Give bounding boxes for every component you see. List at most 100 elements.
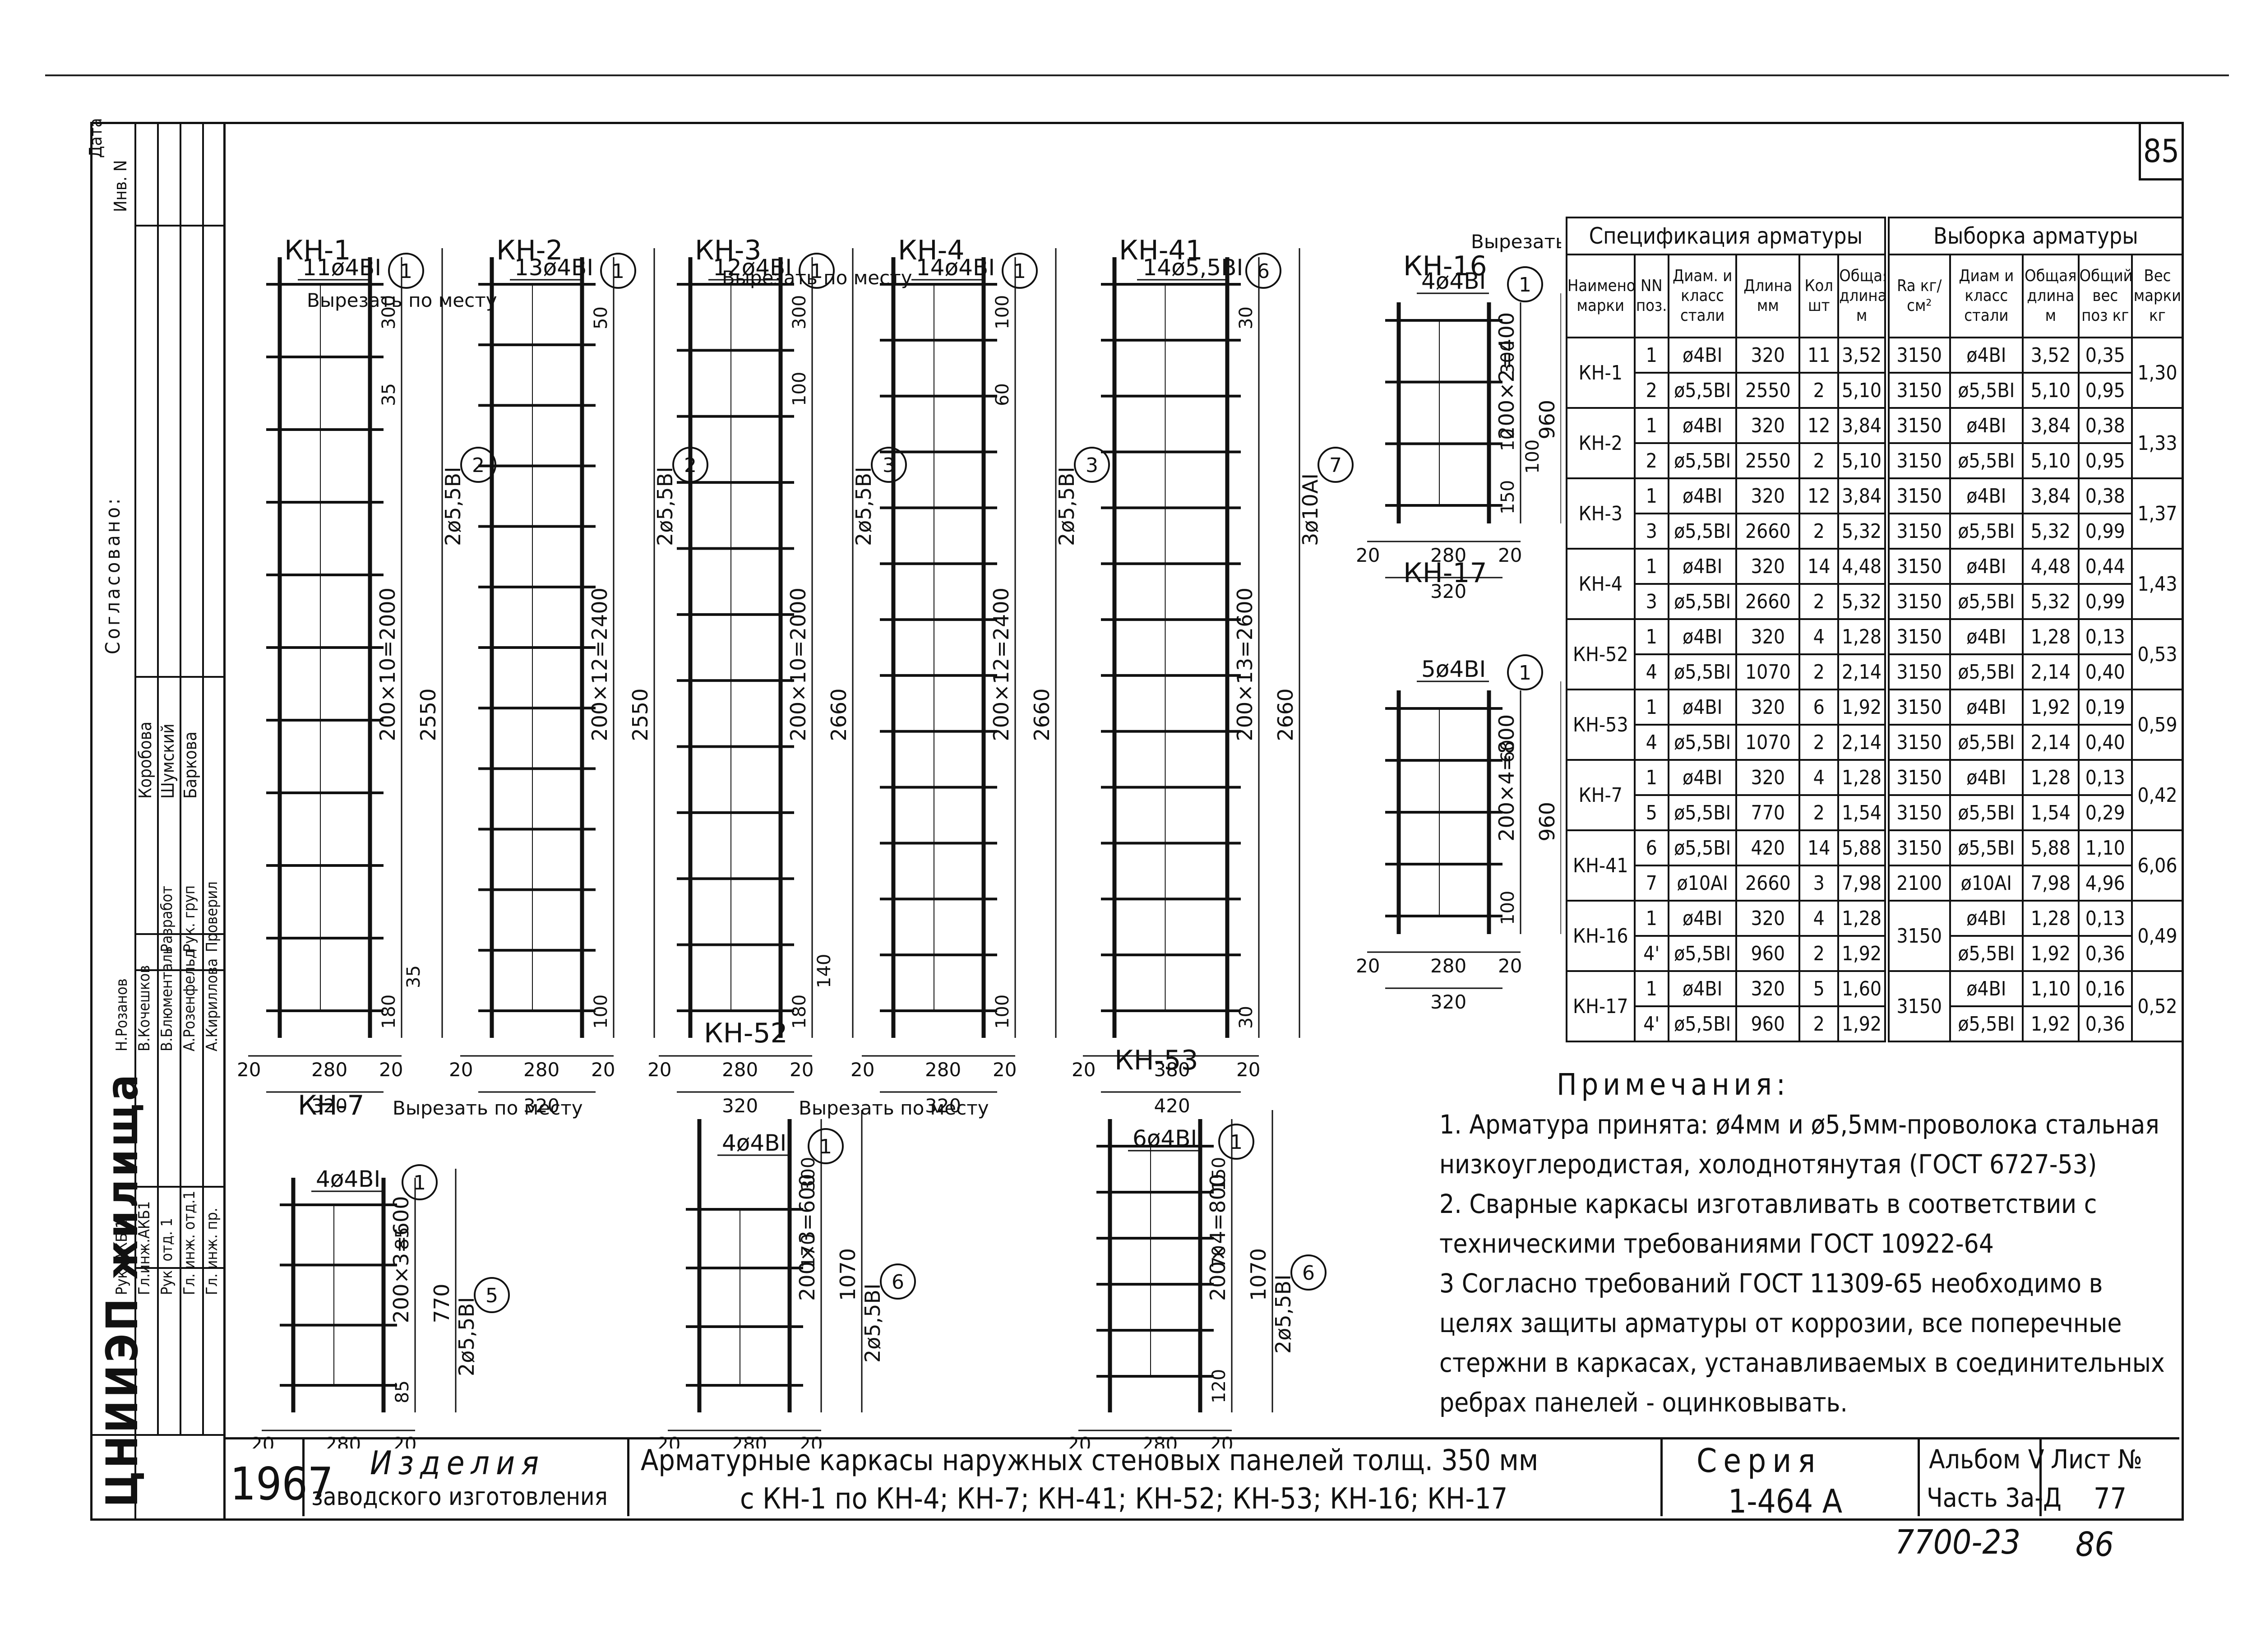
spec-cell-w: 0,36 [2077,935,2133,972]
kn41-dim-e: 30 [1236,1006,1257,1029]
kn1-name: КН-1 [284,235,351,266]
kn16-long-label: 2ø5,5ВI [1560,367,1561,447]
spec-cell-tot2: 1,28 [2021,900,2080,937]
kn1-dim-e: 180 [379,995,399,1029]
kn17-name: КН-17 [1403,557,1487,589]
spec-cell-qty: 4 [1798,900,1840,937]
spec-cell-d2: ø5,5ВI [1949,513,2024,550]
stamp-role-4: Гл. инж. отд.1 [180,1190,199,1295]
spec-cell-tot2: 1,92 [2021,935,2080,972]
stamp-agreed-name-2: Шумский [158,723,178,799]
notes: Примечания: 1. Арматура принята: ø4мм и … [1439,1065,2184,1422]
spec-cell-d2: ø5,5ВI [1949,653,2024,690]
kn41-bars-label: 14ø5,5ВI [1143,255,1244,281]
kn17-dim-c: 200×4=800 [1494,714,1519,842]
kn16-dim-c: 200×2=400 [1494,312,1519,440]
spec-cell-d: ø5,5ВI [1667,794,1738,831]
spec-cell-tot2: 2,14 [2021,724,2080,761]
spec-cell-tot2: 1,92 [2021,1005,2080,1042]
kn3-name: КН-3 [695,235,762,266]
spec-cell-qty: 5 [1798,970,1840,1007]
kn17-bar-circle [1507,654,1543,690]
tb-div-4 [1918,1437,1920,1516]
spec-cell-tot: 1,54 [1837,794,1888,831]
kn53-w3: 20 [1209,1433,1233,1448]
spec-cell-tot2: 5,32 [2021,513,2080,550]
kn3-dim-d: 2660 [827,689,851,741]
kn17-w: 320 [1430,991,1466,1013]
tb-div-1 [302,1437,305,1516]
spec-cell-mark: КН-53 [1566,689,1636,761]
stamp-agreed: Согласовано: [102,495,125,654]
spec-cell-ra: 3150 [1884,337,1951,374]
spec-header-cell: Длина мм [1735,254,1801,338]
stamp-role-right-2: Разработ [158,885,176,952]
spec-cell-d: ø4ВI [1667,477,1738,514]
spec-cell-tot: 2,14 [1837,724,1888,761]
kn3-dim-c: 200×10=2000 [786,588,810,741]
sheet-no-label: Лист № [2051,1444,2143,1475]
kn3-w3: 20 [790,1059,814,1081]
spec-title-right: Выборка арматуры [1884,217,2184,255]
kn17-bar-mark: 1 [1519,662,1531,685]
spec-cell-mark: КН-16 [1566,900,1636,972]
spec-cell-tot: 1,28 [1837,618,1888,655]
spec-cell-w: 0,19 [2077,689,2133,726]
kn4-w2: 280 [925,1059,961,1081]
kn4-w1: 20 [851,1059,874,1081]
kn41-name: КН-41 [1119,235,1203,266]
kn1-dim-d: 2550 [416,689,440,741]
spec-cell-len: 320 [1735,689,1801,726]
spec-header-cell: Общая длина м [1837,254,1888,338]
spec-cell-tot2: 5,32 [2021,583,2080,620]
spec-cell-tot: 3,84 [1837,477,1888,514]
spec-cell-len: 320 [1735,970,1801,1007]
kn7-name: КН-7 [298,1090,365,1121]
spec-cell-d2: ø4ВI [1949,689,2024,726]
kn1-w: 320 [311,1095,347,1117]
spec-cell-d: ø5,5ВI [1667,724,1738,761]
spec-cell-d2: ø4ВI [1949,900,2024,937]
kn2-w2: 280 [523,1059,559,1081]
kn3-dim-e: 180 [789,995,810,1029]
kn2-long-label: 2ø5,5ВI [653,467,677,546]
stamp-name-3: В.Блюменталь [158,946,176,1051]
kn53-long-label: 2ø5,5ВI [1271,1274,1295,1354]
spec-cell-qty: 2 [1798,583,1840,620]
stamp-date: Дата [86,118,106,158]
kn53-dim-b: 70 [1209,1245,1230,1268]
kn53-dim-c: 200×4=800 [1206,1174,1230,1301]
spec-cell-tot: 1,92 [1837,1005,1888,1042]
spec-cell-w: 0,99 [2077,583,2133,620]
spec-cell-len: 2660 [1735,865,1801,902]
spec-cell-pos: 4 [1633,653,1669,690]
spec-cell-ra: 3150 [1884,794,1951,831]
spec-cell-tot: 1,92 [1837,689,1888,726]
spec-cell-w: 0,99 [2077,513,2133,550]
spec-cell-tot: 1,28 [1837,900,1888,937]
spec-cell-len: 1070 [1735,724,1801,761]
spec-cell-len: 2660 [1735,513,1801,550]
spec-cell-len: 420 [1735,829,1801,866]
kn4-long-mark: 3 [1086,454,1098,477]
spec-cell-wm: 1,33 [2131,407,2184,479]
tb-div-5 [2039,1437,2042,1516]
spec-cell-pos: 1 [1633,407,1669,444]
spec-cell-tot: 5,10 [1837,372,1888,409]
kn41-dim-a: 30 [1236,306,1257,329]
spec-cell-pos: 5 [1633,794,1669,831]
note-1: 1. Арматура принята: ø4мм и ø5,5мм-прово… [1439,1109,2159,1180]
spec-cell-w: 0,13 [2077,900,2133,937]
spec-cell-pos: 3 [1633,513,1669,550]
kn16-dim-d: 960 [1535,400,1559,440]
kn2-w: 320 [523,1095,559,1117]
kn41-long-label: 3ø10АI [1298,473,1322,546]
spec-cell-d2: ø4ВI [1949,337,2024,374]
spec-cell-pos: 3 [1633,583,1669,620]
kn7-bar-circle [402,1164,438,1200]
